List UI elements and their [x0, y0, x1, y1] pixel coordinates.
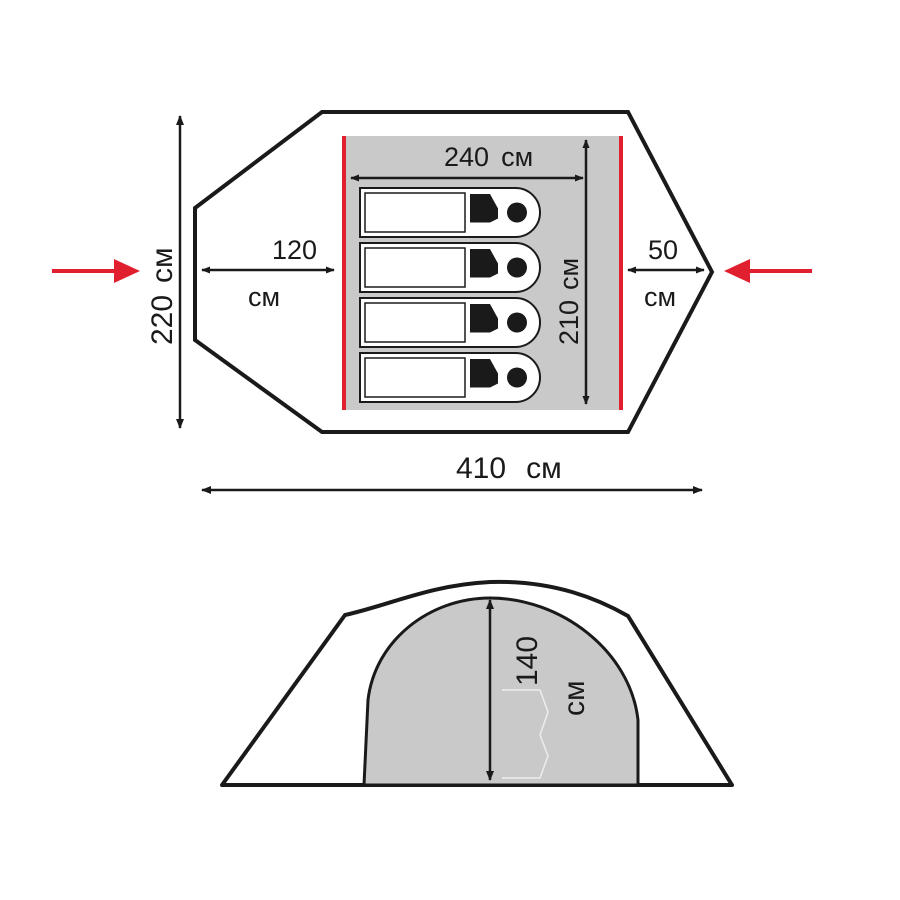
entrance-arrow-icon	[724, 259, 812, 283]
height-value: 140	[511, 636, 544, 686]
side-view: 140 см	[220, 579, 734, 787]
sleeping-bag-icon	[359, 352, 541, 403]
vestibule-right-value: 50	[648, 235, 678, 265]
door-outline	[502, 689, 549, 779]
sleeping-places	[359, 187, 541, 403]
entrance-arrow-icon	[52, 259, 140, 283]
vestibule-left-unit: см	[248, 282, 280, 312]
vestibule-left-value: 120	[272, 235, 317, 265]
inner-tent-side	[362, 596, 640, 787]
sleeping-bag-icon	[359, 187, 541, 238]
sleeping-bag-icon	[359, 297, 541, 348]
height-unit: см	[558, 680, 591, 716]
vestibule-right-unit: см	[644, 282, 676, 312]
total-depth-label: 220см	[146, 247, 179, 345]
inner-depth-label: 210см	[554, 258, 584, 345]
sleeping-bag-icon	[359, 242, 541, 293]
